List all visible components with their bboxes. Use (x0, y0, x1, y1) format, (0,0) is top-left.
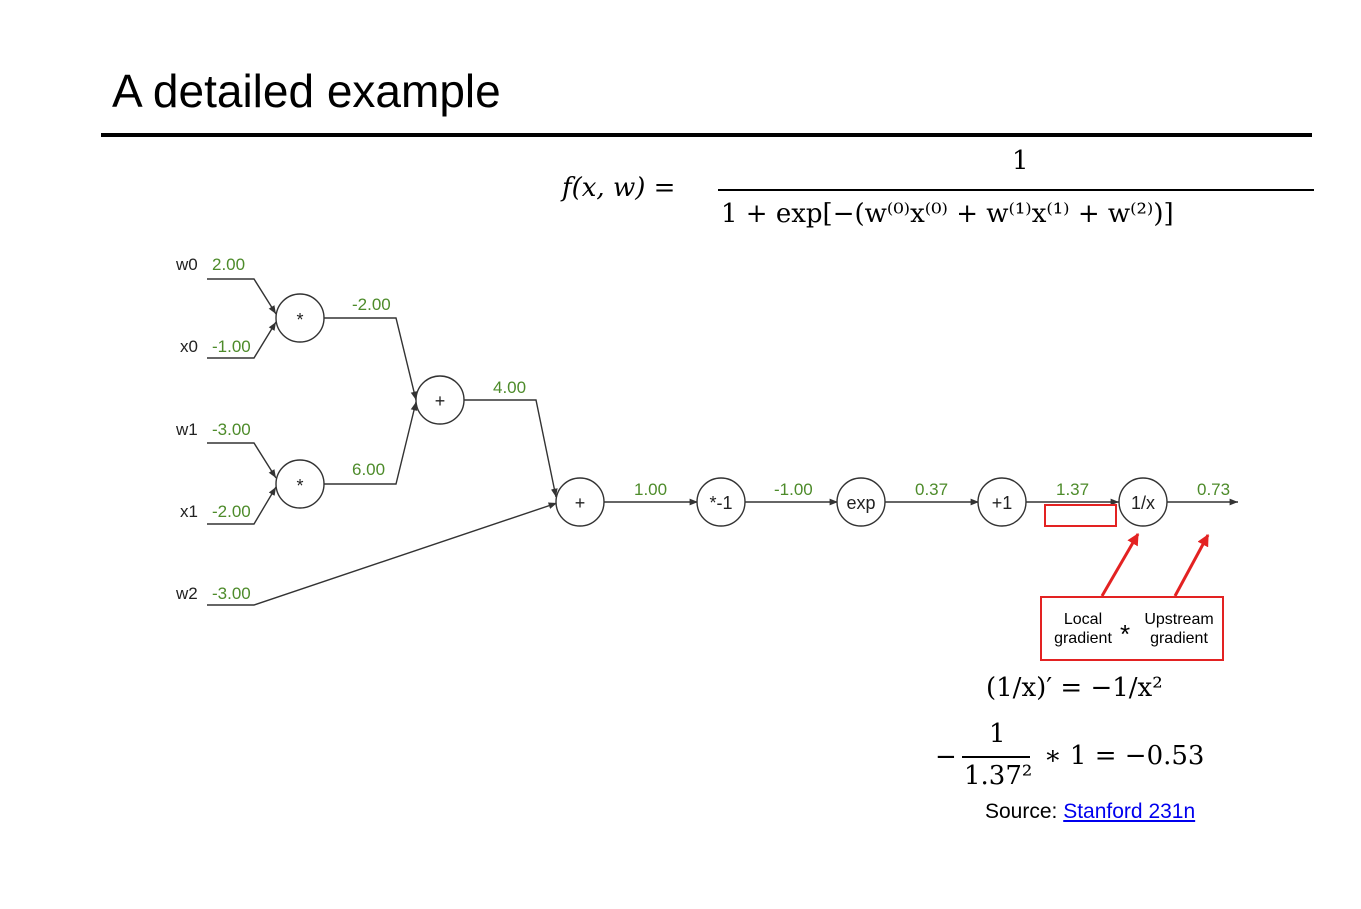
node-add1 (555, 477, 605, 527)
edge-mul0-out (324, 317, 418, 401)
value-add1-out: 1.00 (634, 480, 667, 499)
edge-x0 (207, 321, 277, 359)
formula-lhs-text: f(x, w) = (562, 173, 676, 203)
node-neg (696, 477, 746, 527)
node-neg-label: *-1 (709, 493, 732, 513)
upstream-gradient-line2: gradient (1150, 630, 1208, 647)
title-underline (101, 133, 1312, 137)
local-gradient-line2: gradient (1054, 630, 1112, 647)
value-recip-out: 0.73 (1197, 480, 1230, 499)
edge-add0-out (464, 399, 558, 498)
derivative-text: (1/x)′ = −1/x² (986, 673, 1163, 703)
node-recip-label: 1/x (1131, 493, 1155, 513)
value-neg-out: -1.00 (774, 480, 813, 499)
input-x0-value: -1.00 (212, 337, 251, 356)
edge-w0 (207, 278, 277, 315)
computation-numerator: 1 (989, 719, 1006, 749)
edge-w1 (207, 442, 277, 479)
input-w2-value: -3.00 (212, 584, 251, 603)
input-w0-value: 2.00 (212, 255, 245, 274)
computation-denominator: 1.37² (964, 761, 1032, 791)
computation-minus: − (935, 742, 957, 772)
node-exp-label: exp (846, 493, 875, 513)
input-x1-name: x1 (180, 502, 198, 521)
multiply-star: * (1120, 619, 1130, 649)
edge-w2 (207, 502, 558, 606)
node-mul0-label: * (296, 310, 303, 330)
value-mul0-out: -2.00 (352, 295, 391, 314)
computation-rest-text: ∗ 1 = −0.53 (1044, 741, 1205, 771)
input-w1-name: w1 (175, 420, 198, 439)
formula-numerator: 1 (1012, 146, 1029, 176)
computation-minus-text: − (935, 742, 957, 772)
node-exp (836, 477, 886, 527)
formula-numerator-text: 1 (1012, 146, 1029, 176)
node-recip (1118, 477, 1168, 527)
value-add0-out: 4.00 (493, 378, 526, 397)
computation-rest: ∗ 1 = −0.53 (1044, 741, 1204, 771)
node-plus1-label: +1 (992, 493, 1013, 513)
upstream-gradient-arrow (1173, 533, 1210, 597)
local-gradient-arrow (1100, 532, 1140, 597)
source-label: Source: (985, 800, 1064, 823)
source-citation: Source: Stanford 231n (985, 800, 1195, 824)
node-add0-label: + (435, 391, 446, 411)
edge-mul1-out (324, 401, 418, 485)
value-exp-out: 0.37 (915, 480, 948, 499)
node-plus1 (977, 477, 1027, 527)
node-mul0 (275, 293, 325, 343)
gradient-annotation-box (1040, 596, 1224, 661)
computation-denominator-text: 1.37² (964, 761, 1033, 791)
edge-x1 (207, 486, 277, 525)
formula-fraction-bar (718, 189, 1314, 191)
derivative-equation: (1/x)′ = −1/x² (986, 673, 1163, 703)
input-x0-name: x0 (180, 337, 198, 356)
computation-fraction-bar (962, 756, 1030, 758)
node-mul1-label: * (296, 476, 303, 496)
input-x1-value: -2.00 (212, 502, 251, 521)
formula-denominator: 1 + exp[−(w⁽⁰⁾x⁽⁰⁾ + w⁽¹⁾x⁽¹⁾ + w⁽²⁾)] (721, 199, 1174, 229)
input-w2-name: w2 (175, 584, 198, 603)
formula-denominator-text: 1 + exp[−(w⁽⁰⁾x⁽⁰⁾ + w⁽¹⁾x⁽¹⁾ + w⁽²⁾)] (721, 199, 1174, 229)
computation-numerator-text: 1 (989, 719, 1006, 749)
value-plus1-out: 1.37 (1056, 480, 1089, 499)
input-w1-value: -3.00 (212, 420, 251, 439)
page-title: A detailed example (112, 65, 501, 117)
local-gradient-line1: Local (1064, 611, 1102, 628)
upstream-gradient-line1: Upstream (1144, 611, 1213, 628)
local-gradient-highlight (1044, 504, 1117, 527)
formula-lhs: f(x, w) = (562, 173, 675, 203)
node-mul1 (275, 459, 325, 509)
source-link[interactable]: Stanford 231n (1063, 800, 1196, 823)
node-add0 (415, 375, 465, 425)
value-mul1-out: 6.00 (352, 460, 385, 479)
input-w0-name: w0 (175, 255, 198, 274)
node-add1-label: + (575, 493, 586, 513)
